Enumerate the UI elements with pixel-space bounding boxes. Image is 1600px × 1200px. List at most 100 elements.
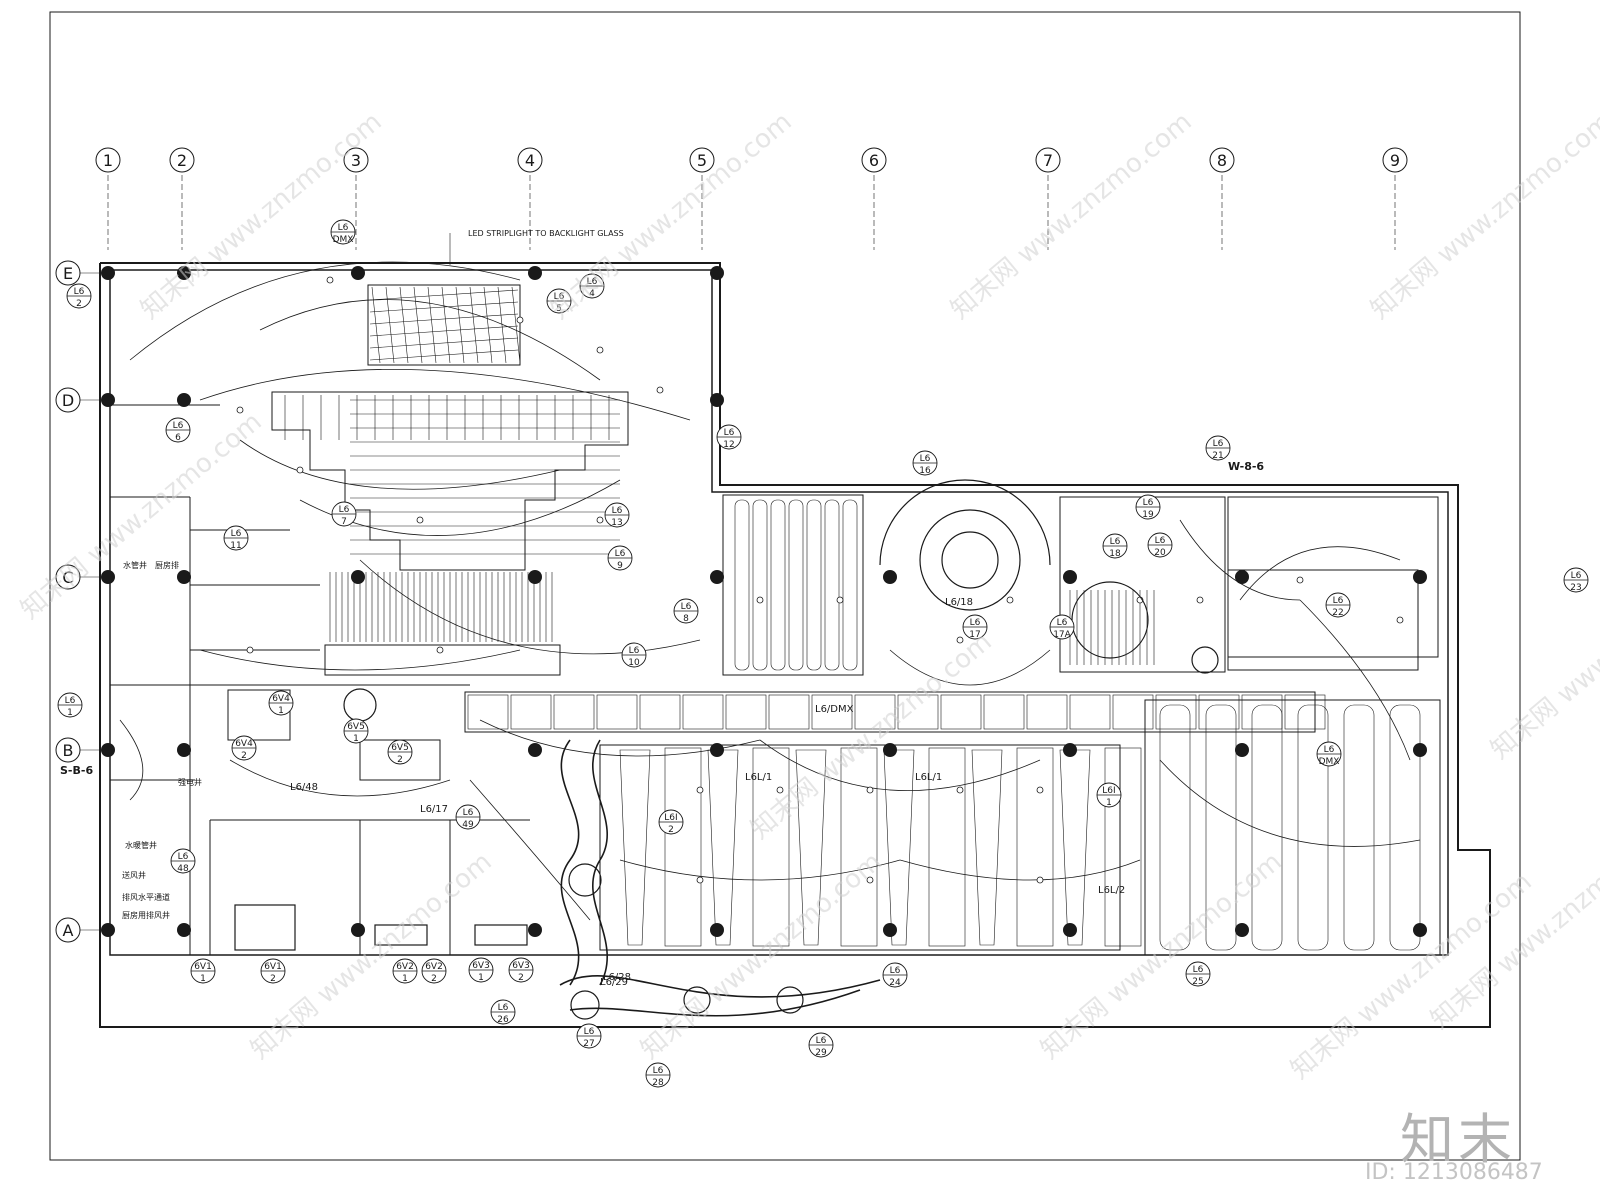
fixture-tag-bottom: 1: [200, 974, 206, 984]
watermark-text: 知末网 www.znzmo.com: [545, 107, 797, 326]
light-fixture: [656, 386, 664, 394]
fixture-tag-bottom: 4: [589, 289, 595, 299]
fixture-tag-bottom: 49: [462, 820, 474, 830]
fixture-tag-top: L6: [463, 808, 474, 818]
structural-column: [177, 393, 191, 407]
structural-column: [101, 743, 115, 757]
light-fixture: [436, 646, 444, 654]
fixture-tag-top: L6: [231, 529, 242, 539]
light-fixture: [516, 316, 524, 324]
fixture-tag-bottom: 17A: [1053, 630, 1071, 640]
watermark-text: 知末网 www.znzmo.com: [135, 107, 387, 326]
section-mark: S-B-6: [60, 764, 93, 777]
fixture-tag-top: 6V5: [391, 743, 409, 753]
fixture-tag-bottom: DMX: [333, 235, 354, 245]
fixture-tag-bottom: 48: [177, 864, 189, 874]
fixture-tag-top: L6: [920, 454, 931, 464]
fixture-tag-bottom: 1: [402, 974, 408, 984]
fixture-tag-top: L6I: [1102, 786, 1115, 796]
grid-label-D: D: [62, 391, 74, 410]
fixture-tag-top: L6: [890, 966, 901, 976]
corridor-band: [464, 691, 1316, 733]
fixture-tag-top: L6: [724, 428, 735, 438]
circuit-run: [199, 368, 691, 421]
structural-column: [710, 743, 724, 757]
fixture-tag: L65: [546, 288, 572, 314]
fixture-tag-bottom: 12: [723, 440, 734, 450]
circuit-run: [479, 719, 761, 757]
circuit-run: [759, 739, 1041, 792]
structural-column: [101, 923, 115, 937]
light-fixture: [1036, 876, 1044, 884]
circuit-label: L6/18: [945, 597, 973, 608]
structural-column: [1235, 743, 1249, 757]
light-fixture: [246, 646, 254, 654]
structural-column: [883, 570, 897, 584]
circuit-run: [239, 439, 561, 490]
circuit-run: [1159, 759, 1421, 847]
fixture-tag-bottom: 6: [175, 433, 181, 443]
circuit-run: [229, 759, 451, 797]
grid-label-2: 2: [177, 151, 187, 170]
light-fixture: [756, 596, 764, 604]
grid-label-3: 3: [351, 151, 361, 170]
circuit-run: [199, 649, 521, 671]
fixture-tag-top: L6: [653, 1066, 664, 1076]
grid-label-B: B: [63, 741, 74, 760]
fixture-tag: L67: [331, 501, 357, 527]
fixture-tag-top: L6: [629, 646, 640, 656]
sheet-border: [49, 11, 1521, 1161]
fixture-tag-top: L6: [554, 292, 565, 302]
building-outline: [99, 262, 1491, 1028]
fixture-tag-top: L6: [1110, 537, 1121, 547]
room-label: 厨房用排风井: [122, 910, 170, 920]
cove-light-strip: [324, 644, 561, 676]
structural-column: [1413, 923, 1427, 937]
fixture-tag-top: L6: [74, 287, 85, 297]
fixture-tag-top: 6V2: [396, 962, 414, 972]
fixture-tag-bottom: 7: [341, 517, 347, 527]
watermark-brand-mark: 知末: [1400, 1108, 1516, 1171]
fixture-tag-top: L6: [1143, 498, 1154, 508]
fixture-tag-top: 6V3: [512, 961, 530, 971]
fixture-tag-bottom: 21: [1212, 451, 1223, 461]
light-fixture: [1296, 576, 1304, 584]
circuit-run: [619, 859, 901, 881]
grid-head-7: [1035, 147, 1061, 173]
ceiling-grid-zone: [271, 391, 629, 571]
fixture-tag-top: L6: [1571, 571, 1582, 581]
circuit-label: L6/17: [420, 804, 448, 815]
fixture-tag-bottom: DMX: [1319, 757, 1340, 767]
structural-column: [1235, 923, 1249, 937]
fixture-tag-bottom: 1: [478, 973, 484, 983]
grid-label-A: A: [63, 921, 74, 940]
watermark-image-id: ID: 1213086487: [1365, 1160, 1543, 1185]
structural-column: [1413, 743, 1427, 757]
fixture-tag-bottom: 1: [1106, 798, 1112, 808]
grid-label-4: 4: [525, 151, 535, 170]
fixture-tag-bottom: 2: [397, 755, 403, 765]
grid-head-1: [95, 147, 121, 173]
structural-column: [1063, 923, 1077, 937]
circuit-label: L6/48: [290, 782, 318, 793]
fixture-tag-top: 6V1: [264, 962, 282, 972]
circuit-run: [469, 779, 591, 921]
fixture-tag-top: 6V3: [472, 961, 490, 971]
grid-head-9: [1382, 147, 1408, 173]
fixture-tag-bottom: 23: [1570, 583, 1581, 593]
fixture-tag-top: L6: [173, 421, 184, 431]
fixture-tag-bottom: 16: [919, 466, 931, 476]
grid-head-2: [169, 147, 195, 173]
